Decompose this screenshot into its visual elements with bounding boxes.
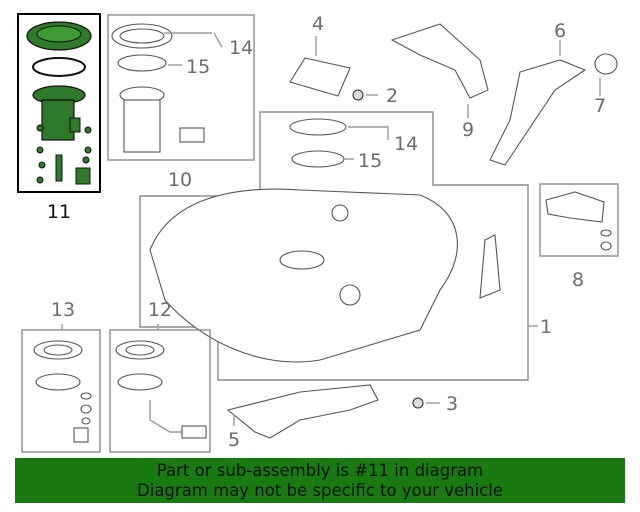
callout-1[interactable]: 1 bbox=[540, 316, 552, 338]
callout-11[interactable]: 11 bbox=[47, 201, 71, 223]
part-13-group[interactable] bbox=[21, 324, 101, 453]
part-2[interactable] bbox=[352, 89, 378, 101]
callout-5[interactable]: 5 bbox=[228, 429, 240, 451]
part-7[interactable] bbox=[594, 53, 618, 96]
part-4[interactable] bbox=[289, 36, 351, 97]
callout-9[interactable]: 9 bbox=[462, 119, 474, 141]
callout-10[interactable]: 10 bbox=[168, 169, 192, 191]
part-5[interactable] bbox=[226, 384, 379, 439]
part-3[interactable] bbox=[412, 397, 440, 409]
callout-4[interactable]: 4 bbox=[312, 13, 324, 35]
part-1-fuel-tank[interactable] bbox=[139, 111, 529, 381]
highlighted-part-11[interactable] bbox=[17, 13, 101, 193]
part-10-group[interactable] bbox=[107, 14, 255, 161]
callout-14a[interactable]: 14 bbox=[229, 37, 253, 59]
callout-12[interactable]: 12 bbox=[148, 299, 172, 321]
part-8-group[interactable] bbox=[539, 183, 619, 257]
disclaimer-banner: Part or sub-assembly is #11 in diagram D… bbox=[15, 458, 625, 503]
callout-13[interactable]: 13 bbox=[51, 299, 75, 321]
callout-2[interactable]: 2 bbox=[386, 85, 398, 107]
callout-6[interactable]: 6 bbox=[554, 20, 566, 42]
callout-3[interactable]: 3 bbox=[446, 393, 458, 415]
callout-15a[interactable]: 15 bbox=[186, 56, 210, 78]
callout-7[interactable]: 7 bbox=[594, 95, 606, 117]
disclaimer-line-2: Diagram may not be specific to your vehi… bbox=[137, 481, 503, 500]
part-12-group[interactable] bbox=[109, 324, 211, 453]
part-6[interactable] bbox=[489, 40, 587, 166]
callout-8[interactable]: 8 bbox=[572, 269, 584, 291]
callout-15b[interactable]: 15 bbox=[358, 150, 382, 172]
callout-14b[interactable]: 14 bbox=[394, 133, 418, 155]
disclaimer-line-1: Part or sub-assembly is #11 in diagram bbox=[156, 461, 484, 480]
part-9[interactable] bbox=[390, 23, 489, 118]
